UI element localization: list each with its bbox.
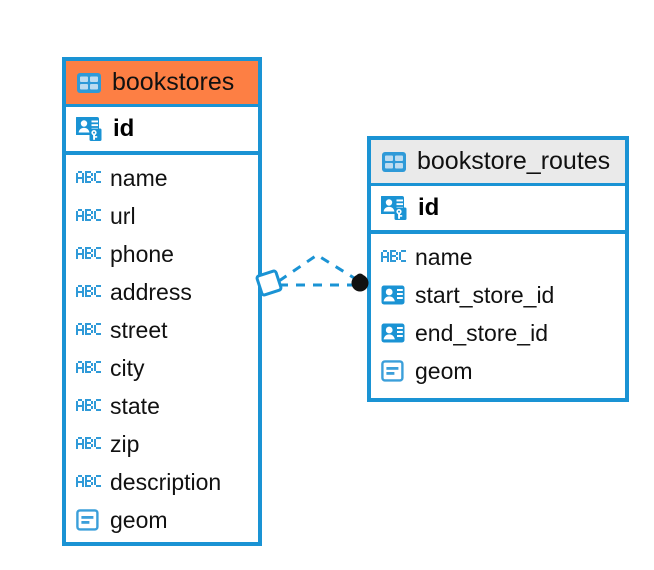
filled-circle-marker <box>351 274 369 292</box>
text-abc-icon <box>76 208 101 224</box>
field-label: zip <box>110 430 140 457</box>
primary-key-row-bookstore-routes[interactable]: id <box>371 186 625 234</box>
field-label: start_store_id <box>415 281 555 308</box>
field-row[interactable]: start_store_id <box>381 276 615 314</box>
primary-key-icon <box>76 116 104 142</box>
field-list-bookstore-routes: name start_store_id <box>371 234 625 390</box>
entity-title: bookstores <box>112 68 235 96</box>
relationship-line-upper <box>278 253 360 283</box>
text-abc-icon <box>76 246 101 262</box>
field-label: geom <box>415 357 473 384</box>
field-label: description <box>110 468 222 495</box>
text-abc-icon <box>76 322 101 338</box>
primary-key-label: id <box>113 115 135 142</box>
geometry-icon <box>76 508 101 532</box>
primary-key-label: id <box>418 194 440 221</box>
entity-table-bookstore-routes[interactable]: bookstore_routes id <box>367 136 629 402</box>
text-abc-icon <box>76 170 101 186</box>
field-label: state <box>110 392 160 419</box>
field-list-bookstores: name u <box>66 155 258 539</box>
field-label: end_store_id <box>415 319 548 346</box>
field-label: geom <box>110 506 168 533</box>
field-row[interactable]: street <box>76 311 248 349</box>
field-row[interactable]: phone <box>76 235 248 273</box>
field-row[interactable]: city <box>76 349 248 387</box>
field-label: address <box>110 278 192 305</box>
entity-title: bookstore_routes <box>417 147 611 175</box>
entity-table-bookstores[interactable]: bookstores id <box>62 57 262 546</box>
field-row[interactable]: description <box>76 463 248 501</box>
text-abc-icon <box>76 398 101 414</box>
geometry-icon <box>381 359 406 383</box>
foreign-key-icon <box>381 322 406 344</box>
field-label: name <box>110 164 168 191</box>
text-abc-icon <box>76 360 101 376</box>
field-row[interactable]: end_store_id <box>381 314 615 352</box>
entity-header-bookstore-routes[interactable]: bookstore_routes <box>371 140 625 186</box>
field-row[interactable]: geom <box>76 501 248 539</box>
primary-key-icon <box>381 195 409 221</box>
text-abc-icon <box>76 284 101 300</box>
field-row[interactable]: state <box>76 387 248 425</box>
field-label: name <box>415 243 473 270</box>
field-label: street <box>110 316 168 343</box>
primary-key-row-bookstores[interactable]: id <box>66 107 258 155</box>
table-icon <box>381 151 407 173</box>
field-label: city <box>110 354 145 381</box>
filled-circle-marker-ring <box>355 273 365 283</box>
field-label: phone <box>110 240 174 267</box>
text-abc-icon <box>76 436 101 452</box>
field-row[interactable]: zip <box>76 425 248 463</box>
field-label: url <box>110 202 136 229</box>
field-row[interactable]: geom <box>381 352 615 390</box>
foreign-key-icon <box>381 284 406 306</box>
field-row[interactable]: name <box>381 238 615 276</box>
field-row[interactable]: name <box>76 159 248 197</box>
field-row[interactable]: url <box>76 197 248 235</box>
field-row[interactable]: address <box>76 273 248 311</box>
relationship-connector[interactable] <box>255 245 375 310</box>
text-abc-icon <box>381 249 406 265</box>
entity-header-bookstores[interactable]: bookstores <box>66 61 258 107</box>
table-icon <box>76 72 102 94</box>
text-abc-icon <box>76 474 101 490</box>
